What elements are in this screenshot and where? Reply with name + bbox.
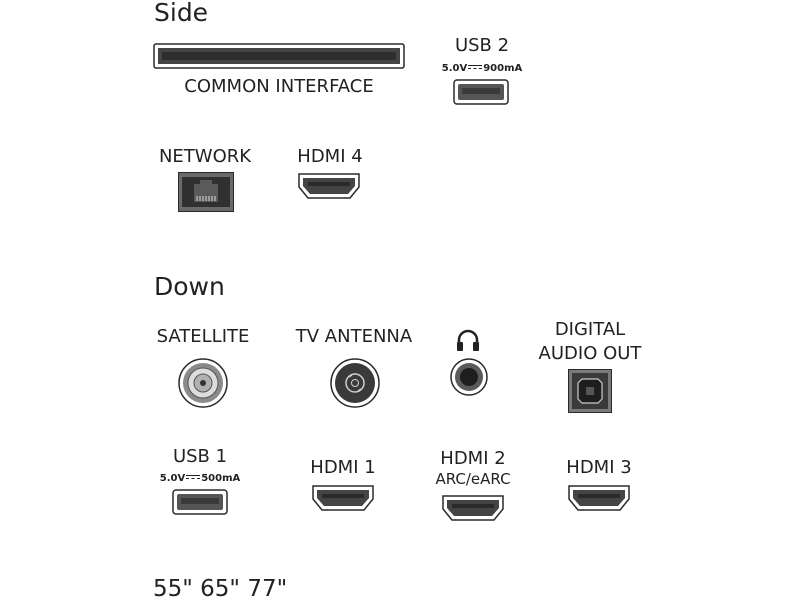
hdmi3-label: HDMI 3: [566, 457, 632, 478]
dc-symbol-icon: [186, 474, 201, 482]
usb1-label: USB 1: [172, 446, 228, 467]
usb1-current: 500mA: [201, 473, 241, 484]
tv-antenna-connector-icon: [329, 357, 381, 409]
dc-symbol-icon: [468, 64, 483, 72]
usb2-voltage: 5.0V: [441, 63, 468, 74]
digital-audio-out-label-line2: AUDIO OUT: [538, 343, 642, 364]
hdmi4-label: HDMI 4: [297, 146, 363, 167]
optical-port-icon: [568, 369, 612, 413]
headphone-jack-icon: [449, 357, 489, 397]
network-label: NETWORK: [158, 146, 252, 167]
usb2-port-icon: [453, 79, 509, 105]
usb1-voltage: 5.0V: [159, 473, 186, 484]
hdmi3-port-icon: [566, 484, 632, 512]
section-title-side: Side: [154, 0, 209, 27]
usb2-spec: 5.0V 900mA: [432, 63, 532, 74]
screen-sizes: 55" 65" 77": [153, 576, 288, 602]
hdmi2-port-icon: [440, 494, 506, 522]
common-interface-label: COMMON INTERFACE: [184, 76, 374, 97]
usb2-label: USB 2: [454, 35, 510, 56]
headphone-icon: [455, 328, 481, 352]
hdmi2-sublabel: ARC/eARC: [435, 470, 511, 488]
hdmi1-port-icon: [310, 484, 376, 512]
digital-audio-out-label-line1: DIGITAL: [554, 319, 626, 340]
ethernet-port-icon: [178, 172, 234, 212]
hdmi1-label: HDMI 1: [310, 457, 376, 478]
satellite-connector-icon: [177, 357, 229, 409]
hdmi4-port-icon: [296, 172, 362, 200]
satellite-label: SATELLITE: [156, 326, 250, 347]
usb1-port-icon: [172, 489, 228, 515]
usb2-current: 900mA: [483, 63, 523, 74]
hdmi2-label: HDMI 2: [440, 448, 506, 469]
usb1-spec: 5.0V 500mA: [150, 473, 250, 484]
section-title-down: Down: [154, 272, 225, 301]
tv-antenna-label: TV ANTENNA: [295, 326, 413, 347]
common-interface-slot-icon: [153, 43, 405, 69]
